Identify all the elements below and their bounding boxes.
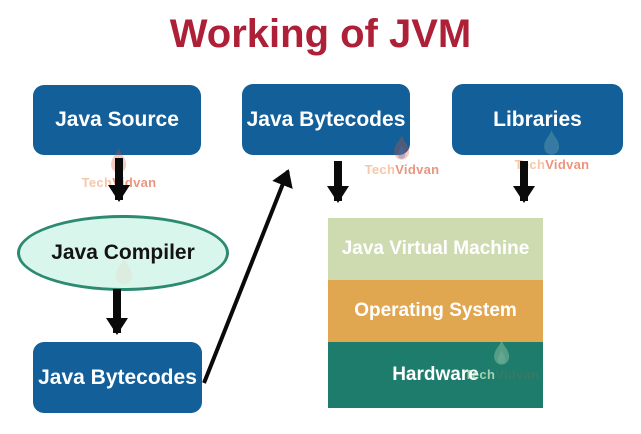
node-libraries: Libraries [452,84,623,155]
node-java-compiler: Java Compiler [17,215,229,291]
node-java-source: Java Source [33,85,201,155]
watermark-text: TechVidvan [514,157,590,172]
stack-band-hardware: Hardware [328,342,543,408]
node-java-bytecodes-top: Java Bytecodes [242,84,410,155]
stack-band-os: Operating System [328,280,543,342]
arrow-bytecodes-bottom-to-top [202,169,293,384]
node-java-bytecodes-bottom: Java Bytecodes [33,342,202,413]
watermark-text: TechVidvan [364,162,440,177]
watermark-text: TechVidvan [81,175,157,190]
stack-band-jvm: Java Virtual Machine [328,218,543,280]
page-title: Working of JVM [169,12,472,56]
machine-stack: Java Virtual Machine Operating System Ha… [328,218,543,408]
